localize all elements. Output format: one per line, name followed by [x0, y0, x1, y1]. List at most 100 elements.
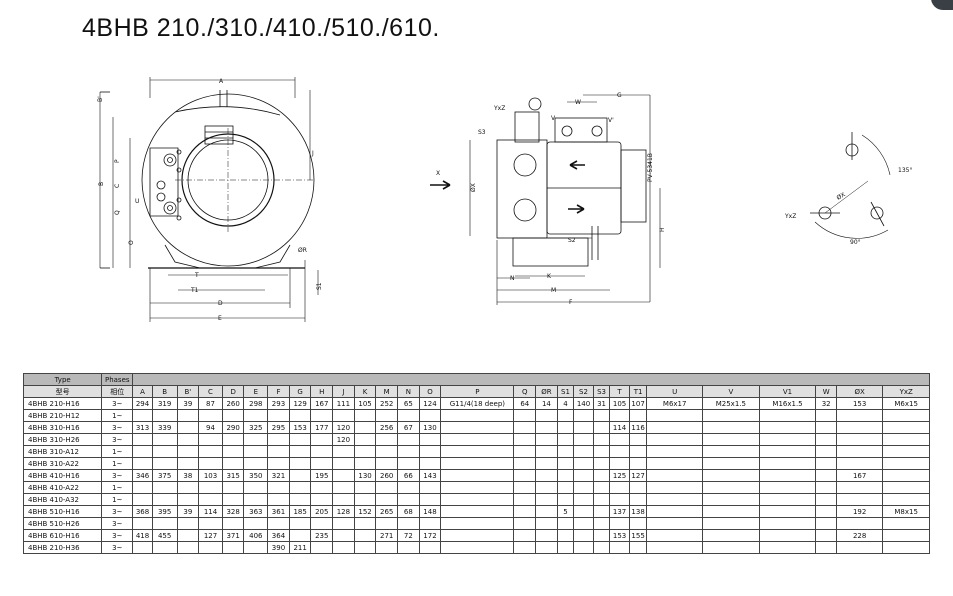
value-cell: [592, 421, 611, 434]
column-header: ØR: [535, 385, 558, 398]
column-header: T1: [628, 385, 648, 398]
value-cell: [353, 541, 377, 554]
value-cell: [375, 517, 399, 530]
value-cell: [440, 505, 515, 518]
value-cell: [758, 457, 817, 470]
value-cell: [176, 529, 200, 542]
value-cell: 319: [151, 397, 178, 410]
side-view: [430, 94, 661, 305]
value-cell: [646, 493, 704, 506]
phases-header: Phases: [101, 373, 134, 386]
value-cell: 252: [375, 397, 399, 410]
value-cell: 120: [332, 421, 355, 434]
value-cell: [288, 433, 312, 446]
value-cell: [513, 493, 537, 506]
value-cell: 66: [397, 469, 420, 482]
svg-text:YxZ: YxZ: [493, 105, 505, 112]
value-cell: [375, 541, 399, 554]
value-cell: [221, 481, 245, 494]
value-cell: [353, 409, 377, 422]
value-cell: 38: [176, 469, 200, 482]
value-cell: [332, 481, 355, 494]
column-header: E: [243, 385, 269, 398]
value-cell: [132, 409, 153, 422]
value-cell: 5: [556, 505, 575, 518]
value-cell: [198, 409, 223, 422]
side-view-labels: YxZ V V' W G S3 X ØX PV-5341B S2 H N K M…: [436, 92, 666, 306]
value-cell: 228: [835, 529, 884, 542]
value-cell: [151, 457, 178, 470]
value-cell: [609, 445, 630, 458]
value-cell: [310, 541, 334, 554]
value-cell: [132, 493, 153, 506]
value-cell: [882, 421, 930, 434]
column-header: J: [332, 385, 355, 398]
value-cell: [132, 433, 153, 446]
value-cell: [267, 517, 290, 530]
value-cell: [815, 457, 837, 470]
value-cell: [628, 541, 648, 554]
value-cell: [758, 541, 817, 554]
value-cell: 361: [267, 505, 290, 518]
model-cell: 4BHB 510-H16: [22, 505, 103, 518]
value-cell: [221, 541, 245, 554]
value-cell: [573, 529, 594, 542]
value-cell: [440, 433, 515, 446]
value-cell: [310, 433, 334, 446]
value-cell: 128: [332, 505, 355, 518]
value-cell: 130: [418, 421, 442, 434]
value-cell: [513, 457, 537, 470]
value-cell: [573, 457, 594, 470]
value-cell: [513, 505, 537, 518]
svg-text:S3: S3: [478, 129, 486, 136]
table-header-row: Type Phases: [22, 373, 930, 386]
svg-text:ØR: ØR: [298, 247, 307, 254]
value-cell: [243, 445, 269, 458]
value-cell: [375, 493, 399, 506]
value-cell: [353, 493, 377, 506]
value-cell: [535, 529, 558, 542]
value-cell: [288, 445, 312, 458]
value-cell: [513, 469, 537, 482]
value-cell: [609, 481, 630, 494]
value-cell: [332, 445, 355, 458]
value-cell: 140: [573, 397, 594, 410]
value-cell: [535, 409, 558, 422]
value-cell: [556, 493, 575, 506]
value-cell: [535, 433, 558, 446]
window-corner-control: [931, 0, 953, 10]
column-header: N: [397, 385, 420, 398]
value-cell: [815, 445, 837, 458]
column-header: S1: [556, 385, 575, 398]
value-cell: [418, 517, 442, 530]
value-cell: [835, 433, 884, 446]
column-header: F: [267, 385, 290, 398]
value-cell: [758, 445, 817, 458]
svg-text:O: O: [128, 240, 135, 245]
column-header: Q: [513, 385, 537, 398]
value-cell: [132, 481, 153, 494]
svg-text:V': V': [608, 117, 614, 124]
value-cell: [440, 541, 515, 554]
column-header: P: [440, 385, 515, 398]
column-header: H: [310, 385, 334, 398]
value-cell: 39: [176, 397, 200, 410]
phase-cell: 3~: [101, 421, 134, 434]
value-cell: [592, 529, 611, 542]
value-cell: [151, 517, 178, 530]
value-cell: [198, 541, 223, 554]
column-header: A: [132, 385, 153, 398]
value-cell: 111: [332, 397, 355, 410]
column-header: V1: [758, 385, 817, 398]
phase-header: 相位: [101, 385, 134, 398]
header-blank: [132, 373, 930, 386]
model-cell: 4BHB 610-H16: [22, 529, 103, 542]
value-cell: [882, 409, 930, 422]
value-cell: [513, 517, 537, 530]
value-cell: [332, 457, 355, 470]
value-cell: [397, 541, 420, 554]
value-cell: [267, 493, 290, 506]
